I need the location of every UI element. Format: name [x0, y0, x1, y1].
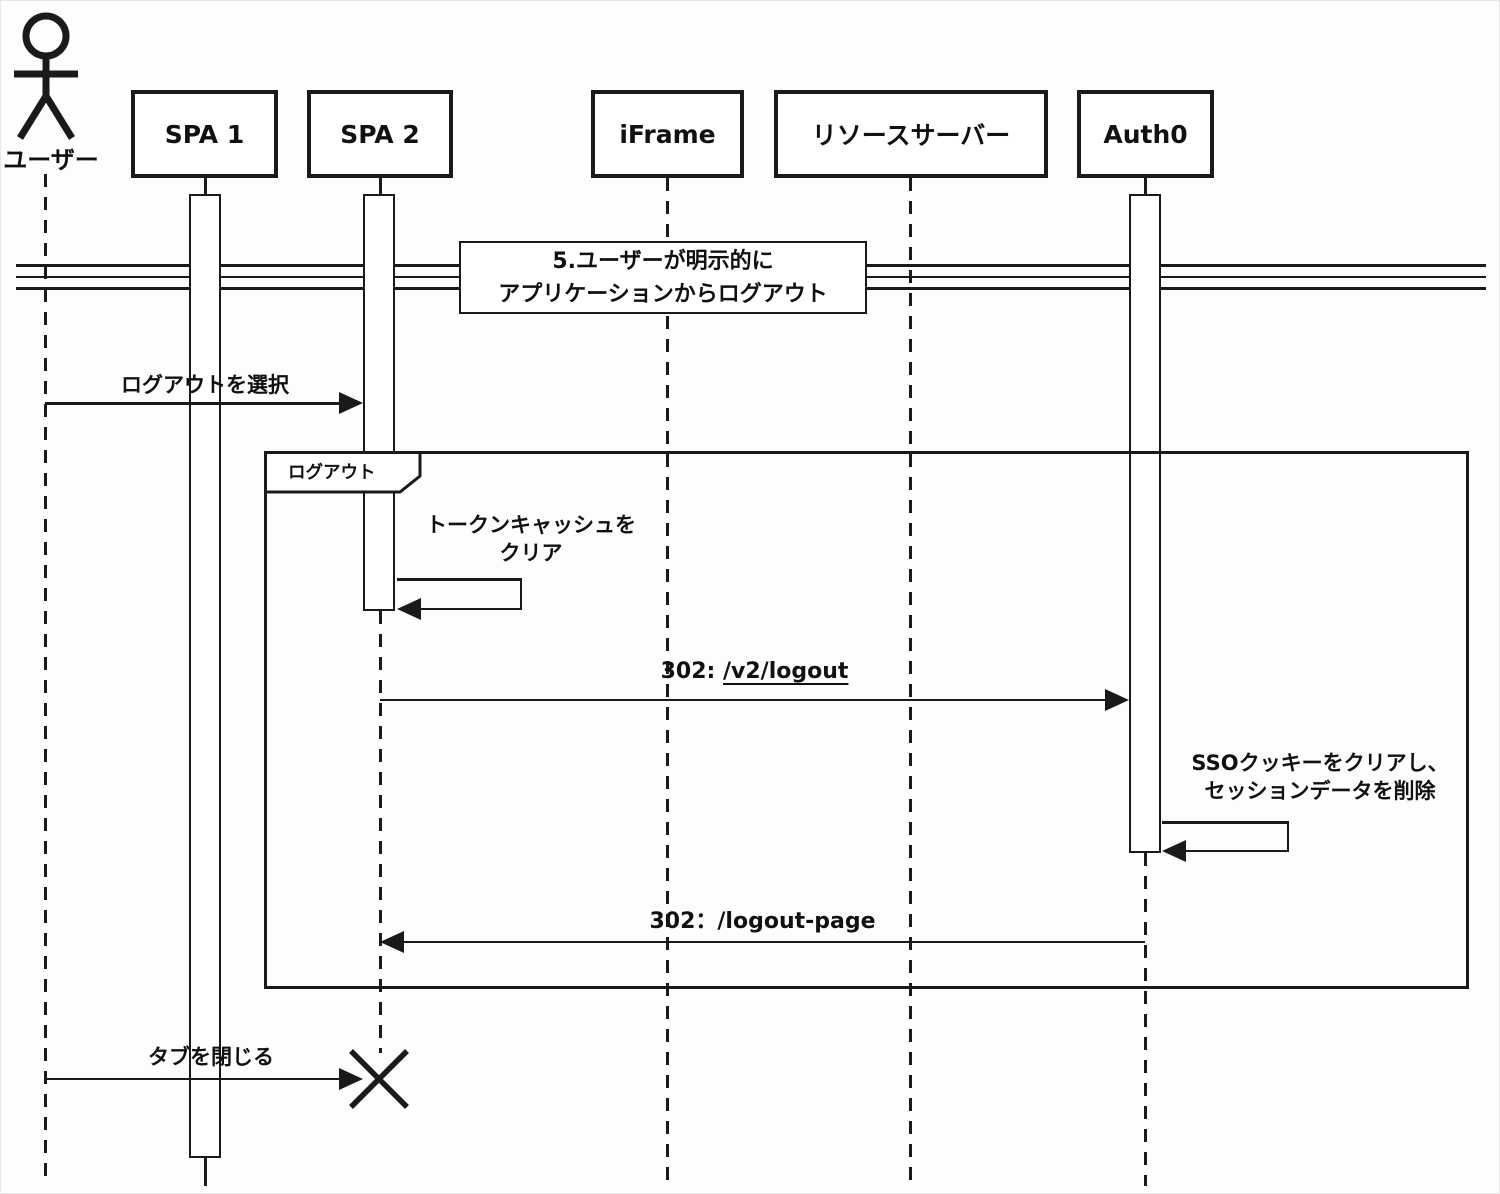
clear-token-line1: トークンキャッシュを [426, 513, 636, 537]
actor-icon [14, 12, 78, 140]
v2-logout-line [380, 698, 1107, 701]
lifeline-spa1-stub [203, 1158, 207, 1186]
participant-spa1: SPA 1 [131, 90, 278, 178]
participant-spa2-label: SPA 2 [340, 119, 420, 149]
sso-clear-arrowhead-icon [1162, 840, 1186, 862]
participant-auth0: Auth0 [1077, 90, 1214, 178]
participant-iframe-label: iFrame [619, 119, 716, 149]
destroy-x-icon [349, 1049, 409, 1109]
activation-spa2 [363, 194, 395, 611]
lifeline-user [43, 174, 47, 1186]
logout-page-label: 302：/logout-page [649, 909, 876, 934]
sso-clear-line2: セッションデータを削除 [1204, 779, 1436, 804]
participant-iframe: iFrame [591, 90, 744, 178]
close-tab-line [45, 1077, 341, 1080]
v2-logout-link: /v2/logout [722, 659, 849, 684]
stem-auth0 [1143, 178, 1147, 194]
actor-label: ユーザー [3, 146, 99, 174]
divider-note: 5.ユーザーが明示的に アプリケーションからログアウト [459, 241, 867, 314]
stem-spa1 [203, 178, 207, 194]
clear-token-loop-bottom [421, 607, 522, 610]
divider-note-line2: アプリケーションからログアウト [498, 281, 828, 307]
fragment-label: ログアウト [288, 463, 376, 483]
lifeline-resource-server [908, 178, 912, 1186]
participant-resource-server-label: リソースサーバー [811, 121, 1011, 150]
divider-note-line1: 5.ユーザーが明示的に [552, 248, 774, 274]
activation-auth0 [1129, 194, 1161, 853]
lifeline-spa2-lower [378, 611, 382, 1053]
v2-logout-arrowhead-icon [1105, 689, 1129, 711]
lifeline-auth0-lower [1143, 853, 1147, 1186]
select-logout-arrowhead-icon [339, 392, 363, 414]
logout-page-arrowhead-icon [380, 931, 404, 953]
stem-spa2 [378, 178, 382, 194]
participant-auth0-label: Auth0 [1103, 119, 1188, 149]
select-logout-label: ログアウトを選択 [121, 373, 289, 397]
v2-logout-label: 302: /v2/logout [380, 657, 1129, 687]
participant-spa2: SPA 2 [307, 90, 453, 178]
sso-clear-loop-top [1162, 821, 1289, 824]
sso-clear-loop-bottom [1186, 849, 1289, 852]
clear-token-line2: クリア [499, 541, 563, 566]
close-tab-arrowhead-icon [339, 1068, 363, 1090]
logout-page-line [402, 940, 1145, 943]
participant-spa1-label: SPA 1 [164, 119, 245, 149]
clear-token-loop-right [519, 578, 522, 610]
clear-token-label: トークンキャッシュを クリア [401, 511, 661, 568]
select-logout-line [45, 402, 342, 405]
v2-logout-prefix: 302: [660, 659, 723, 684]
close-tab-label: タブを閉じる [148, 1045, 274, 1069]
clear-token-arrowhead-icon [397, 598, 421, 620]
sso-clear-line1: SSOクッキーをクリアし、 [1191, 751, 1449, 775]
sso-clear-loop-right [1286, 821, 1289, 852]
activation-spa1 [189, 194, 221, 1158]
sso-clear-label: SSOクッキーをクリアし、 セッションデータを削除 [1171, 749, 1469, 806]
lifeline-iframe [665, 178, 669, 1186]
participant-resource-server: リソースサーバー [774, 90, 1048, 178]
clear-token-loop-top [397, 578, 522, 581]
